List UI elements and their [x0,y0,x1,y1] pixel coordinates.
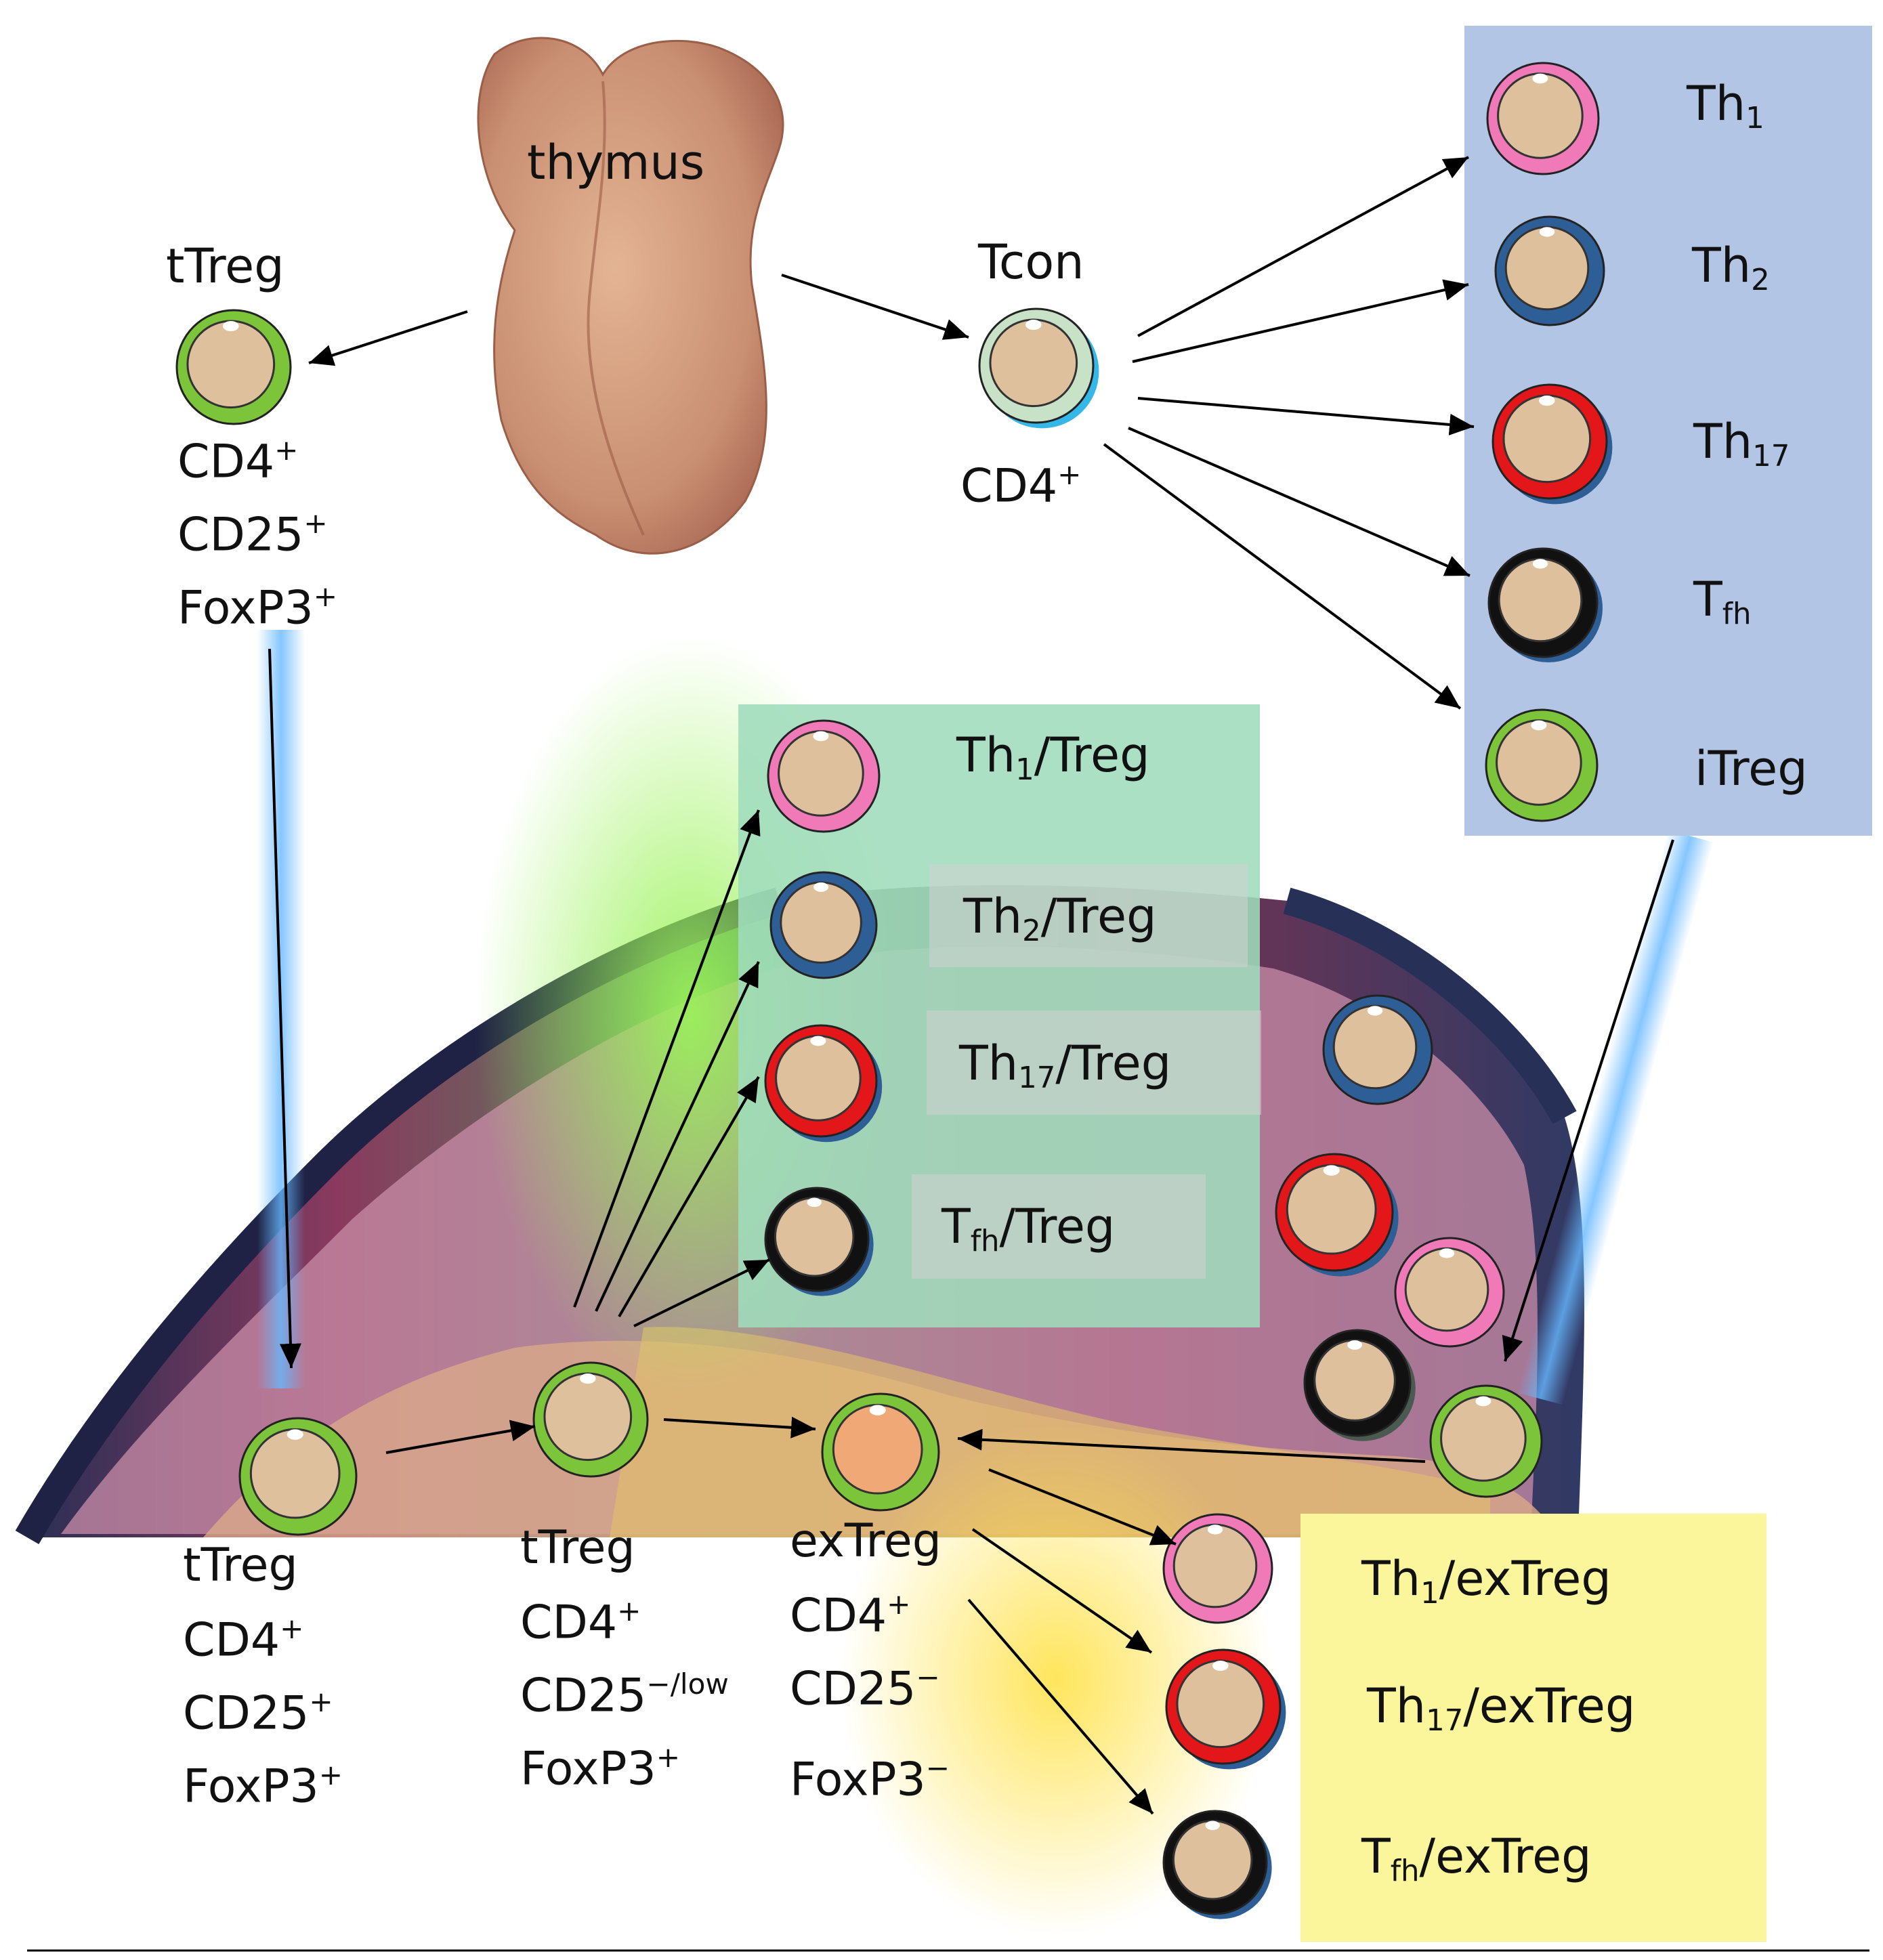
arrow-extreg-to-tfhextreg [967,1598,1154,1815]
th1-extreg-cell [1162,1513,1273,1624]
tfh-cell [1487,547,1603,662]
arrow-ttreg2-to-th17treg [618,1075,760,1318]
th17-cell [1491,383,1613,505]
arrow-thymus-to-ttreg [308,310,468,366]
tissue-th2-cell [1322,994,1433,1105]
ttreg-top-label: tTreg [166,238,284,294]
blue-glow-right [1517,830,1714,1405]
arrows-layer [268,156,1674,1815]
tfh-extreg-label: Tfh/exTreg [1361,1829,1592,1889]
tfh-treg-label-panel [912,1174,1206,1279]
itreg-label: iTreg [1695,741,1808,796]
arrow-ttreg1-to-ttreg2 [385,1420,536,1454]
marker-foxp3: FoxP3+ [177,580,338,635]
th2-treg-label: Th2/Treg [963,889,1157,949]
arrow-tcon-to-itreg [1103,443,1462,710]
tissue-tfh-cell [1303,1329,1416,1441]
ttreg-bottom-1-cell [238,1417,358,1536]
ttreg-top-cell [175,309,292,425]
th2-treg-label-panel [929,864,1248,967]
ttreg-bottom-2-cell [532,1361,649,1478]
arrow-itreg-down [1502,839,1674,1362]
marker-cd4: CD4+ [960,458,1082,513]
th2-cell [1494,215,1605,326]
arrow-tcon-to-th1 [1137,156,1469,337]
th1-cell [1486,62,1600,175]
cells-layer [175,62,1613,1919]
th17-extreg-cell [1165,1648,1286,1770]
ttreg-top-markers: CD4+ CD25+ FoxP3+ [177,433,337,653]
th1-treg-label: Th1/Treg [956,727,1150,788]
ttreg-bottom-2: tTreg CD4+ CD25−/low FoxP3+ [520,1521,729,1796]
thymus-label: thymus [527,135,705,190]
cell-name: exTreg [790,1514,942,1568]
tcon-cell [978,307,1099,429]
itreg-cell [1485,708,1599,822]
tissue-th17-cell [1275,1153,1399,1277]
th17-treg-label-panel [927,1010,1261,1115]
tissue-itreg-cell [1429,1384,1543,1498]
arrow-extreg-to-th17extreg [971,1528,1153,1654]
arrow-tcon-to-th2 [1132,279,1469,363]
extreg-bottom: exTreg CD4+ CD25− FoxP3− [790,1514,950,1807]
arrow-ttreg2-to-extreg [663,1416,816,1439]
arrow-ttreg2-to-th1treg [573,809,761,1308]
tissue-th1-cell [1394,1237,1505,1348]
th17-label: Th17 [1693,414,1790,474]
tfh-treg-label: Tfh/Treg [942,1199,1116,1259]
tfh-treg-cell [764,1187,874,1296]
th17-extreg-label: Th17/exTreg [1367,1678,1636,1739]
yellow-glow [840,1422,1273,1937]
cell-name: tTreg [183,1539,298,1592]
arrow-thymus-to-tcon [781,274,969,340]
extreg-subsets-box [1300,1514,1766,1942]
arrow-extreg-to-th1extreg [988,1468,1177,1546]
tfh-label: Tfh [1693,572,1752,632]
thymus-illustration [477,37,784,555]
tcon-markers: CD4+ [960,458,1081,531]
cell-name: tTreg [520,1521,635,1575]
marker-cd4: CD4+ [177,433,299,489]
th17-treg-cell [764,1024,883,1143]
extreg-cell [821,1392,940,1512]
th1-extreg-label: Th1/exTreg [1361,1551,1611,1611]
th17-treg-label: Th17/Treg [959,1036,1172,1096]
th2-label: Th2 [1692,238,1770,298]
arrow-ttreg2-to-th2treg [595,961,760,1312]
th1-treg-cell [767,719,881,833]
marker-cd25: CD25+ [177,507,328,562]
tcon-label: Tcon [978,234,1084,290]
arrow-itreg-to-extreg [957,1428,1426,1463]
arrow-ttreg2-to-tfhtreg [633,1258,770,1327]
arrow-tcon-to-th17 [1137,397,1475,435]
tfh-extreg-cell [1162,1810,1272,1919]
ttreg-bottom-1: tTreg CD4+ CD25+ FoxP3+ [183,1539,343,1814]
arrow-tcon-to-tfh [1128,427,1471,577]
arrow-ttreg-down [268,648,301,1369]
th2-treg-cell [769,871,878,979]
th1-label: Th1 [1687,76,1764,136]
